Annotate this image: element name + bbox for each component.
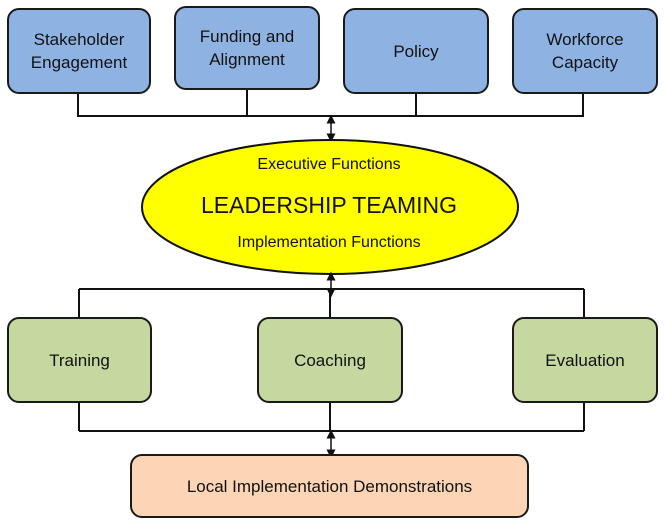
middle-bracket <box>78 288 585 318</box>
leadership-teaming-title: LEADERSHIP TEAMING <box>200 192 458 218</box>
workforce-capacity-box: Workforce Capacity <box>512 8 658 94</box>
evaluation-label: Evaluation <box>545 350 625 370</box>
training-box: Training <box>7 317 152 403</box>
bottom-bracket <box>78 402 585 432</box>
evaluation-box: Evaluation <box>512 317 658 403</box>
top-bracket <box>77 89 584 117</box>
funding-alignment-box: Funding and Alignment <box>174 6 320 90</box>
training-label: Training <box>49 350 110 370</box>
policy-label: Policy <box>393 41 439 61</box>
implementation-functions-label: Implementation Functions <box>237 234 421 251</box>
coaching-label: Coaching <box>294 350 366 370</box>
executive-functions-label: Executive Functions <box>257 156 401 173</box>
local-implementation-label: Local Implementation Demonstrations <box>186 476 473 496</box>
coaching-box: Coaching <box>257 317 403 403</box>
local-implementation-box: Local Implementation Demonstrations <box>130 454 529 518</box>
workforce-capacity-label: Workforce Capacity <box>546 30 624 72</box>
stakeholder-engagement-label: Stakeholder Engagement <box>30 30 128 72</box>
policy-box: Policy <box>343 8 489 94</box>
stakeholder-engagement-box: Stakeholder Engagement <box>7 8 151 94</box>
funding-alignment-label: Funding and Alignment <box>199 27 295 69</box>
